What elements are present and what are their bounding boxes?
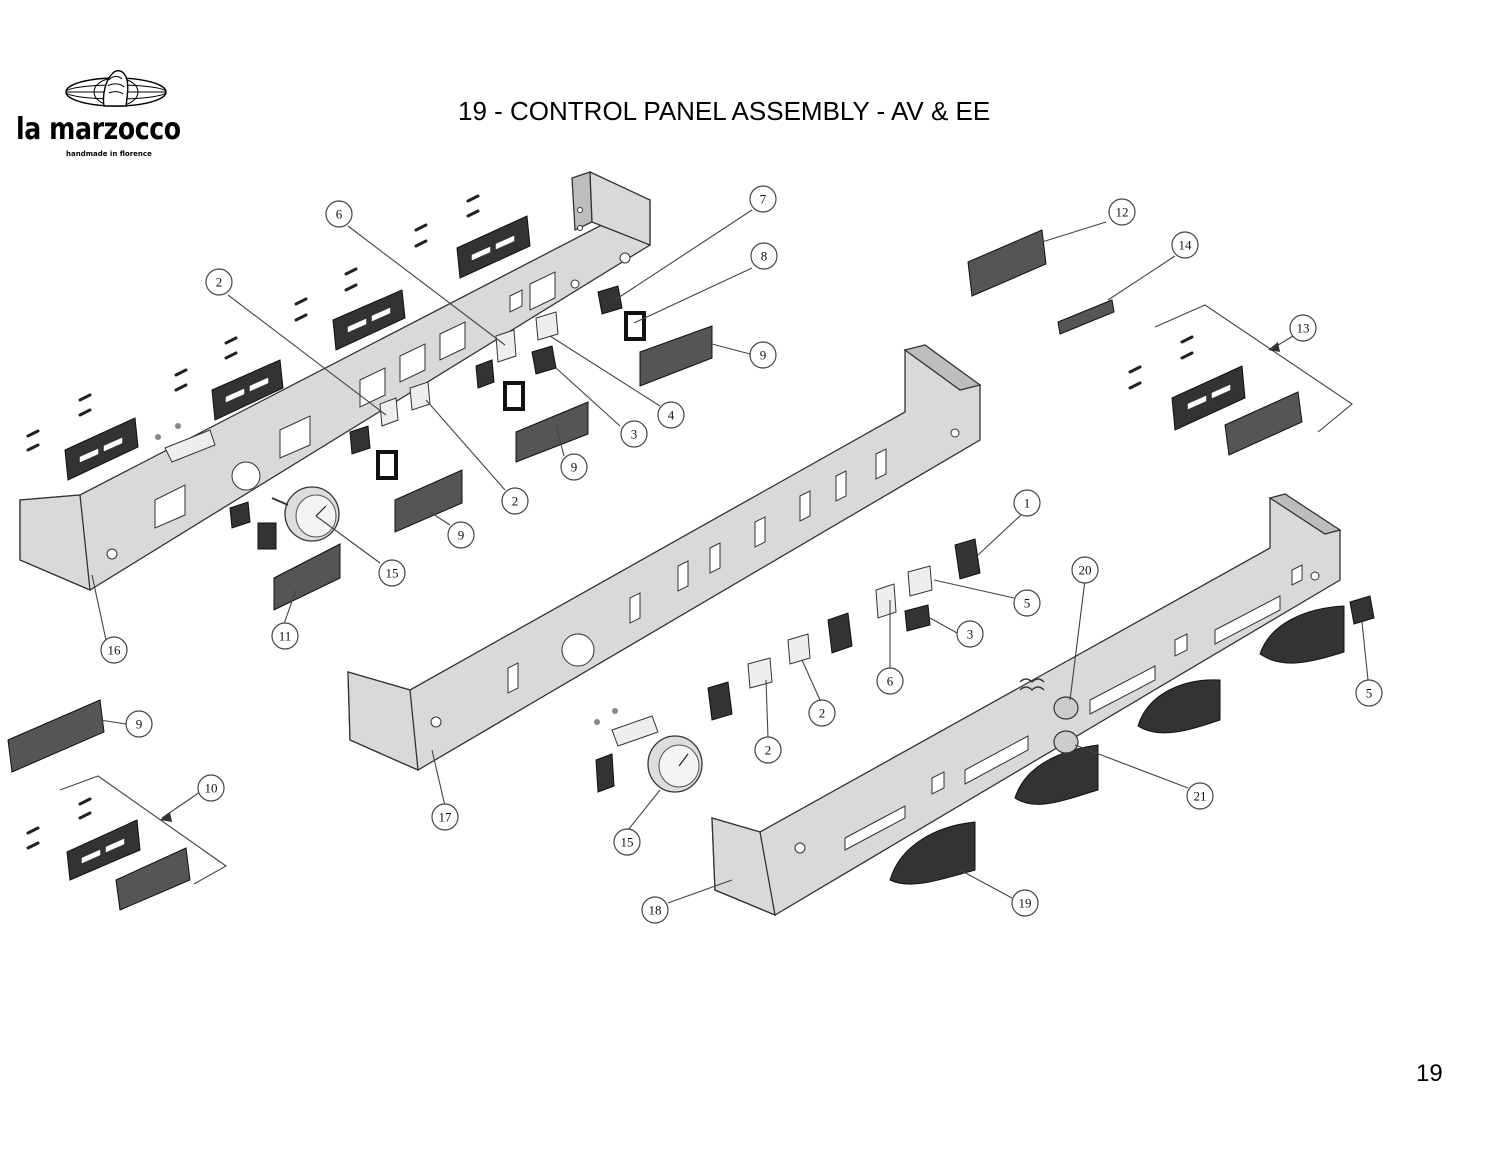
callout-5-label: 5 [1024,596,1031,611]
callout-9: 9 [560,453,588,481]
brand-logo: la marzocco handmade in florence [10,60,210,170]
lion-globe-emblem-icon [65,70,167,107]
control-panel-rail-16 [19,170,651,592]
callout-9-label: 9 [136,717,143,732]
callout-9-label: 9 [571,460,578,475]
cover-group-10 [26,775,228,911]
page-title: 19 - CONTROL PANEL ASSEMBLY - AV & EE [458,96,991,126]
switches-middle [595,538,981,793]
arrow-10-icon [160,812,172,822]
callout-10-label: 10 [205,781,218,796]
callout-2-label: 2 [512,494,519,509]
callout-2: 2 [501,487,529,515]
cover-group-13 [1128,304,1353,456]
callout-2: 2 [808,699,836,727]
callout-15-label: 15 [621,835,634,850]
pressure-gauge-upper [271,486,340,542]
callout-2: 2 [205,268,233,296]
callout-18-label: 18 [649,903,662,918]
callout-15-label: 15 [386,566,399,581]
control-panel-rail-18 [711,493,1342,917]
callout-12: 12 [1108,198,1136,226]
callout-5: 5 [1013,589,1041,617]
leader-lines [91,209,1369,904]
callout-5: 5 [1355,679,1383,707]
brand-name: la marzocco [16,112,181,147]
callout-2: 2 [754,736,782,764]
callout-2-label: 2 [765,743,772,758]
callout-6-label: 6 [887,674,894,689]
callout-3-label: 3 [967,627,974,642]
arrow-13-icon [1268,342,1280,352]
gauge-bracket-upper [155,423,216,463]
callout-9: 9 [749,341,777,369]
callout-21: 21 [1186,782,1214,810]
side-panel-19 [889,605,1345,885]
display-cover-group-upper [26,194,531,481]
switches-upper [229,285,646,550]
callout-19: 19 [1011,889,1039,917]
callout-12-label: 12 [1116,205,1129,220]
callout-3-label: 3 [631,427,638,442]
callout-18: 18 [641,896,669,924]
callout-9-label: 9 [458,528,465,543]
callout-9: 9 [125,710,153,738]
callout-4-label: 4 [668,408,675,423]
callout-15: 15 [613,828,641,856]
callout-17: 17 [431,803,459,831]
callout-8-label: 8 [761,249,768,264]
display-modules [7,229,1115,773]
callout-10: 10 [197,774,225,802]
callout-9: 9 [447,521,475,549]
callout-11-label: 11 [279,629,292,644]
callout-21-label: 21 [1194,789,1207,804]
callout-20-label: 20 [1079,563,1092,578]
callout-13: 13 [1289,314,1317,342]
callout-11: 11 [271,622,299,650]
callout-14-label: 14 [1179,238,1193,253]
callout-7-label: 7 [760,192,767,207]
callout-2-label: 2 [819,706,826,721]
callout-1: 1 [1013,489,1041,517]
callout-17-label: 17 [439,810,453,825]
callout-20: 20 [1071,556,1099,584]
callout-3: 3 [620,420,648,448]
callout-8: 8 [750,242,778,270]
page-number: 19 [1416,1060,1443,1087]
callout-15: 15 [378,559,406,587]
control-panel-rail-17 [347,344,982,772]
callout-7: 7 [749,185,777,213]
callout-16: 16 [100,636,128,664]
pressure-gauge-lower [594,708,703,793]
callout-14: 14 [1171,231,1199,259]
callout-3: 3 [956,620,984,648]
callout-6-label: 6 [336,207,343,222]
callout-1-label: 1 [1024,496,1031,511]
callout-16-label: 16 [108,643,122,658]
callout-5-label: 5 [1366,686,1373,701]
callout-2-label: 2 [216,275,223,290]
callout-4: 4 [657,401,685,429]
callout-19-label: 19 [1019,896,1032,911]
callout-6: 6 [876,667,904,695]
callout-13-label: 13 [1297,321,1310,336]
brand-tagline: handmade in florence [66,150,152,158]
indicator-lamps [1019,595,1375,754]
callout-9-label: 9 [760,348,767,363]
callout-6: 6 [325,200,353,228]
